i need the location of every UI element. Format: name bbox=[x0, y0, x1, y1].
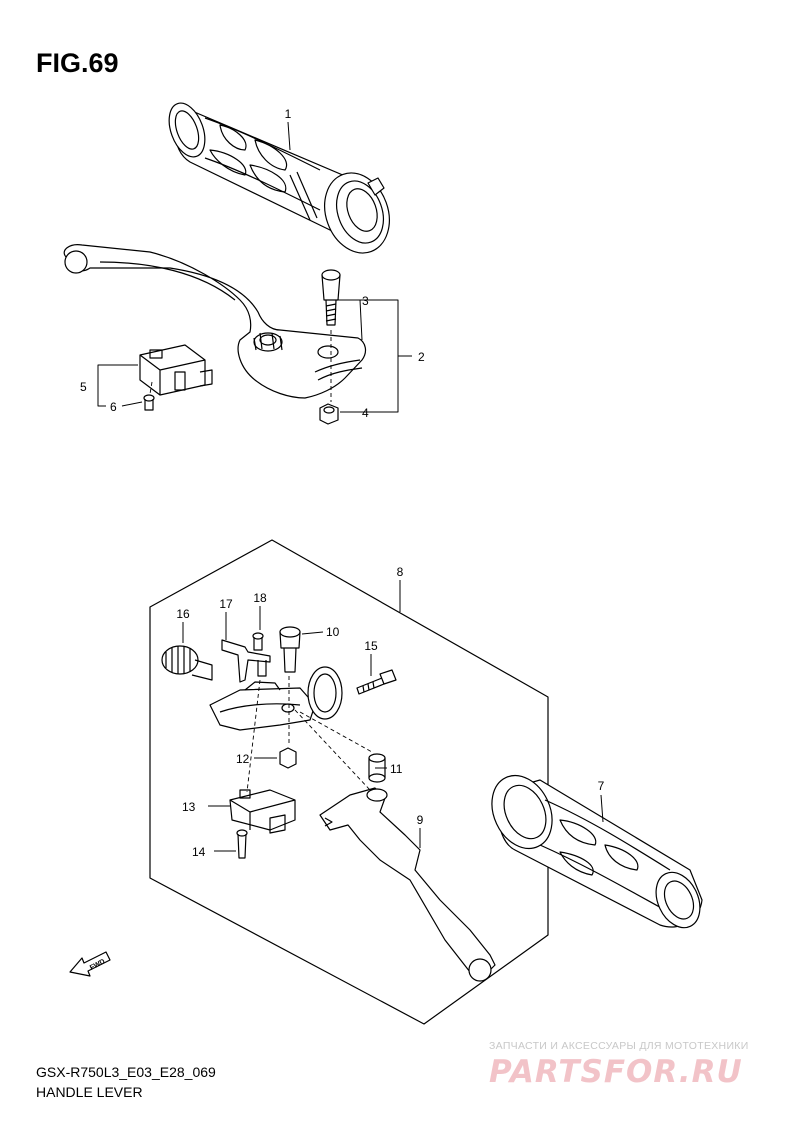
switch-bracket-part bbox=[221, 639, 271, 683]
nut-part bbox=[319, 403, 339, 425]
callout-10: 10 bbox=[326, 625, 340, 639]
callout-12: 12 bbox=[236, 752, 250, 766]
callout-1: 1 bbox=[285, 107, 292, 121]
watermark-tagline: ЗАПЧАСТИ И АКСЕССУАРЫ ДЛЯ МОТОТЕХНИКИ bbox=[489, 1040, 749, 1052]
model-code: GSX-R750L3_E03_E28_069 bbox=[36, 1064, 216, 1080]
callout-13: 13 bbox=[182, 800, 196, 814]
callout-3: 3 bbox=[362, 294, 369, 308]
bracket-screw-part bbox=[252, 632, 264, 651]
callout-17: 17 bbox=[219, 597, 233, 611]
switch-screw-part bbox=[143, 394, 155, 411]
callout-4: 4 bbox=[362, 406, 369, 420]
callout-8: 8 bbox=[397, 565, 404, 579]
watermark-logo: PARTSFOR.RU bbox=[489, 1054, 743, 1090]
brake-switch-part bbox=[139, 344, 213, 396]
leader-lines bbox=[97, 121, 604, 852]
callout-14: 14 bbox=[192, 845, 206, 859]
pivot-bolt-part bbox=[321, 269, 341, 326]
clutch-switch-screw-part bbox=[236, 829, 248, 859]
callout-15: 15 bbox=[364, 639, 378, 653]
clutch-assembly-outline bbox=[149, 539, 549, 1025]
callout-7: 7 bbox=[598, 779, 605, 793]
callout-6: 6 bbox=[110, 400, 117, 414]
clutch-switch-part bbox=[229, 789, 296, 834]
fwd-arrow-icon bbox=[69, 951, 111, 977]
callout-2: 2 bbox=[418, 350, 425, 364]
bushing-part bbox=[368, 753, 386, 783]
figure-title: FIG.69 bbox=[36, 48, 119, 78]
section-name: HANDLE LEVER bbox=[36, 1084, 143, 1100]
clutch-pivot-bolt-part bbox=[279, 626, 301, 673]
clutch-nut-part bbox=[279, 747, 297, 769]
assembly-guides bbox=[149, 330, 373, 793]
clamp-bolt-part bbox=[356, 669, 397, 695]
lever-holder-part bbox=[209, 666, 343, 731]
callout-18: 18 bbox=[253, 591, 267, 605]
left-grip-part bbox=[168, 102, 390, 254]
clutch-lever-part bbox=[319, 787, 496, 982]
callout-5: 5 bbox=[80, 380, 87, 394]
callout-16: 16 bbox=[176, 607, 190, 621]
callout-9: 9 bbox=[417, 813, 424, 827]
callout-11: 11 bbox=[390, 762, 403, 776]
brake-lever-part bbox=[63, 244, 367, 399]
right-grip-part bbox=[491, 774, 703, 929]
adjuster-part bbox=[161, 645, 213, 681]
